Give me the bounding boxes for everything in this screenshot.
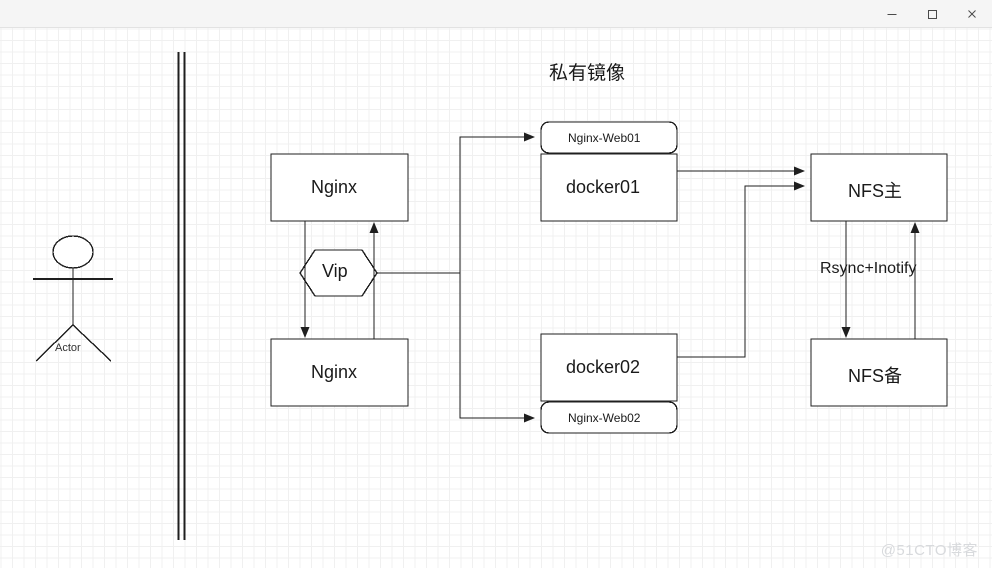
edge-to-web01 [459, 132, 535, 273]
window-titlebar [0, 0, 992, 28]
node-nginx-web02 [540, 401, 678, 434]
minimize-icon[interactable] [872, 0, 912, 27]
diagram-canvas[interactable]: 私有镜像 Actor Nginx Nginx Vip Nginx-Web01 d… [0, 28, 992, 568]
maximize-icon[interactable] [912, 0, 952, 27]
node-nginx-top [270, 153, 409, 222]
node-docker01 [540, 153, 678, 222]
node-docker02 [540, 333, 678, 402]
node-vip [299, 249, 378, 297]
node-nfs-backup [810, 338, 948, 407]
edge-to-web02 [459, 273, 535, 423]
actor-figure [33, 235, 113, 362]
diagram-vector-layer [33, 52, 948, 540]
boundary-lines [177, 52, 186, 540]
close-icon[interactable] [952, 0, 992, 27]
watermark: @51CTO博客 [880, 542, 978, 559]
node-nginx-bottom [270, 338, 409, 407]
node-nfs-master [810, 153, 948, 222]
edge-docker02-nfs [677, 181, 805, 358]
node-nginx-web01 [540, 121, 678, 154]
